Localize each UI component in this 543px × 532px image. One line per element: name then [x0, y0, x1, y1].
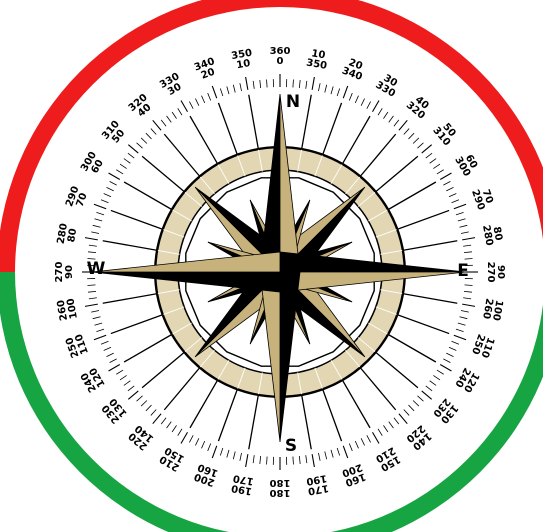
- minor-tick: [293, 79, 294, 87]
- bearing-label-180: 180180: [270, 477, 291, 498]
- bearing-label-260: 260100: [56, 297, 80, 321]
- bearing-label-190: 190170: [230, 472, 254, 496]
- bearing-label-bottom: 0: [277, 56, 284, 67]
- minor-tick: [465, 259, 473, 260]
- bearing-label-bottom: 180: [270, 477, 291, 488]
- bearing-label-100: 100260: [480, 297, 504, 321]
- east-label: E: [457, 261, 469, 281]
- minor-tick: [87, 285, 95, 286]
- west-label: W: [87, 259, 106, 279]
- north-label: N: [286, 92, 300, 112]
- bearing-label-bottom: 270: [485, 262, 496, 283]
- minor-tick: [267, 457, 268, 465]
- south-label: S: [285, 436, 297, 456]
- bearing-label-bottom: 90: [64, 265, 75, 279]
- bearing-label-170: 170190: [305, 472, 329, 496]
- minor-tick: [293, 457, 294, 465]
- minor-tick: [267, 79, 268, 87]
- minor-tick: [465, 285, 473, 286]
